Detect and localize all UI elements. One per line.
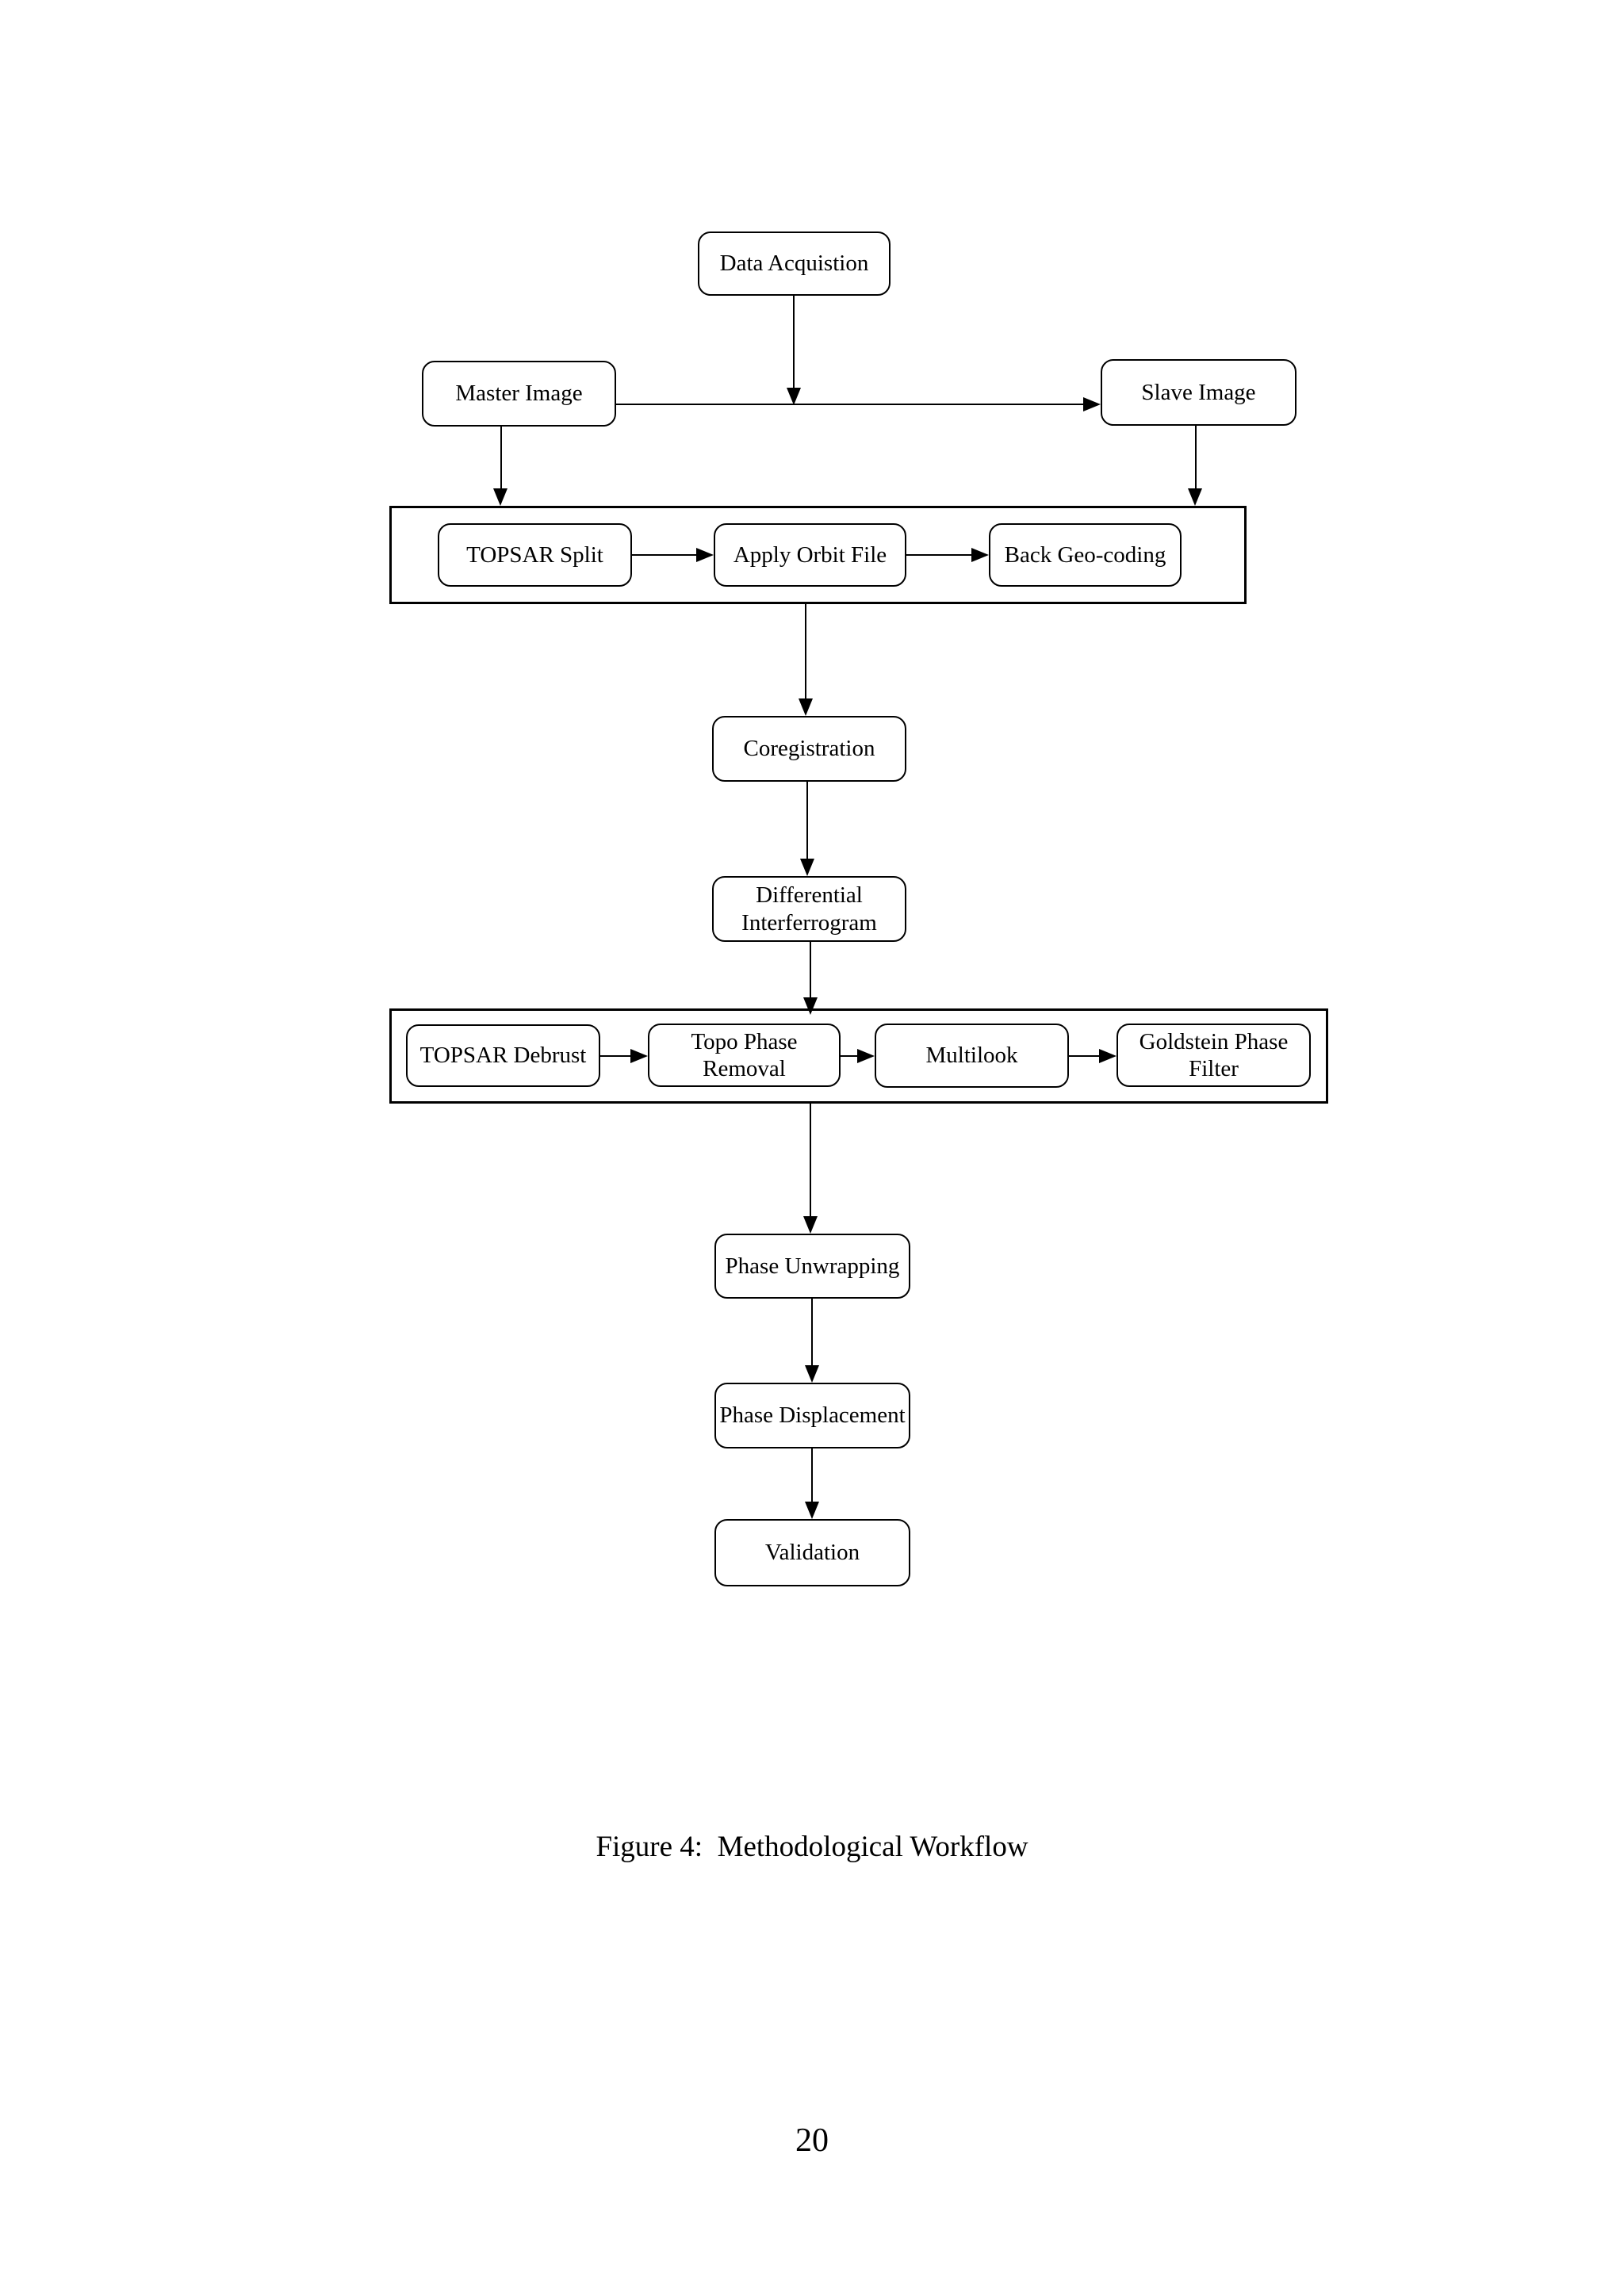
connector-master-slave-arrowhead-right [1083,397,1101,411]
node-coregistration: Coregistration [712,716,906,782]
connector-data-acquisition-down-line [793,296,795,389]
connector-group2-unwrapping-line [810,1104,811,1216]
node-topsar-debrust: TOPSAR Debrust [406,1024,600,1087]
connector-split-orbit-line [632,554,696,556]
connector-interferrogram-group2-arrowhead-down [803,997,818,1015]
connector-master-slave-line [616,404,1083,405]
figure-caption: Figure 4: Methodological Workflow [596,1831,1028,1863]
group-preprocessing-frame [389,506,1247,604]
connector-slave-group1-line [1195,426,1197,490]
node-slave-image: Slave Image [1101,359,1297,426]
node-topo-phase-removal: Topo Phase Removal [648,1024,841,1087]
page-number: 20 [795,2122,829,2159]
connector-group1-coregistration-arrowhead-down [799,698,813,716]
connector-unwrapping-displacement-line [811,1299,813,1365]
connector-group1-coregistration-line [805,604,806,700]
connector-orbit-geocoding-line [906,554,971,556]
node-topsar-split: TOPSAR Split [438,523,632,587]
connector-slave-group1-arrowhead-down [1188,488,1202,506]
connector-master-group1-line [500,427,502,490]
node-differential-interferrogram: Differential Interferrogram [712,876,906,942]
connector-topo-multilook-arrowhead-right [857,1049,875,1063]
node-apply-orbit-file: Apply Orbit File [714,523,906,587]
connector-coregistration-interferrogram-line [806,782,808,860]
connector-topo-multilook-line [841,1055,857,1057]
connector-debrust-topo-arrowhead-right [630,1049,648,1063]
node-goldstein-phase-filter: Goldstein Phase Filter [1116,1024,1311,1087]
connector-displacement-validation-arrowhead-down [805,1502,819,1519]
node-multilook: Multilook [875,1024,1069,1088]
connector-coregistration-interferrogram-arrowhead-down [800,859,814,876]
connector-unwrapping-displacement-arrowhead-down [805,1365,819,1383]
connector-master-group1-arrowhead-down [493,488,508,506]
node-master-image: Master Image [422,361,616,427]
connector-data-acquisition-arrowhead-down [787,388,801,405]
connector-group2-unwrapping-arrowhead-down [803,1216,818,1234]
node-phase-displacement: Phase Displacement [714,1383,910,1448]
connector-orbit-geocoding-arrowhead-right [971,548,989,562]
node-phase-unwrapping: Phase Unwrapping [714,1234,910,1299]
connector-interferrogram-group2-line [810,942,811,999]
connector-multilook-goldstein-line [1069,1055,1099,1057]
node-validation: Validation [714,1519,910,1586]
connector-debrust-topo-line [600,1055,630,1057]
node-back-geo-coding: Back Geo-coding [989,523,1182,587]
group-interferogram-processing-frame [389,1008,1328,1104]
connector-multilook-goldstein-arrowhead-right [1099,1049,1116,1063]
connector-split-orbit-arrowhead-right [696,548,714,562]
node-data-acquisition: Data Acquistion [698,232,891,296]
connector-displacement-validation-line [811,1448,813,1502]
